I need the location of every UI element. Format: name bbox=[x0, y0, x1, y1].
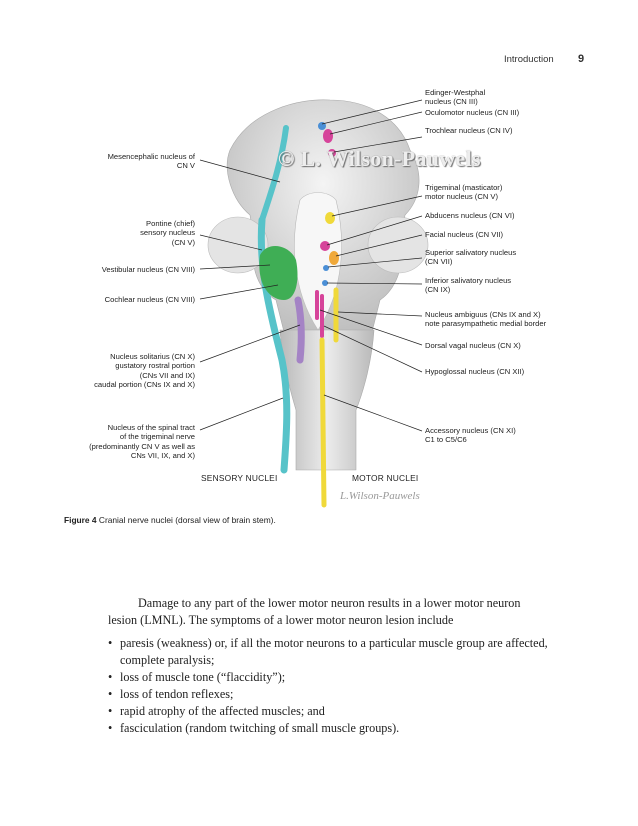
cerebellar-peduncle-left bbox=[207, 216, 269, 274]
trochlear-nucleus bbox=[328, 149, 336, 157]
edinger-westphal-dot bbox=[318, 122, 326, 130]
caption-text: Cranial nerve nuclei (dorsal view of bra… bbox=[96, 515, 276, 525]
label-dorsal-vagal: Dorsal vagal nucleus (CN X) bbox=[425, 341, 521, 350]
page-number: 9 bbox=[578, 53, 585, 65]
label-facial: Facial nucleus (CN VII) bbox=[425, 230, 504, 239]
body-paragraph: Damage to any part of the lower motor ne… bbox=[108, 596, 521, 627]
fourth-ventricle bbox=[294, 192, 342, 331]
label-solitarius: Nucleus solitarius (CN X) gustatory rost… bbox=[94, 352, 195, 390]
mesencephalic-nucleus bbox=[259, 125, 289, 223]
label-edinger-westphal: Edinger-Westphal nucleus (CN III) bbox=[425, 88, 486, 107]
label-abducens: Abducens nucleus (CN VI) bbox=[425, 211, 515, 220]
trigeminal-motor-nucleus bbox=[325, 212, 335, 224]
artist-signature: L.Wilson-Pauwels bbox=[340, 490, 420, 502]
medulla-shape bbox=[279, 329, 375, 471]
figure-caption: Figure 4 Cranial nerve nuclei (dorsal vi… bbox=[64, 515, 276, 525]
label-pontine: Pontine (chief) sensory nucleus (CN V) bbox=[140, 219, 195, 247]
body-text: Damage to any part of the lower motor ne… bbox=[108, 595, 548, 737]
abducens-nucleus bbox=[320, 241, 330, 251]
list-item: loss of muscle tone (“flaccidity”); bbox=[108, 669, 548, 686]
label-inferior-salivatory: Inferior salivatory nucleus (CN IX) bbox=[425, 276, 512, 295]
motor-nuclei-heading: MOTOR NUCLEI bbox=[352, 473, 419, 483]
list-item: paresis (weakness) or, if all the motor … bbox=[108, 635, 548, 669]
label-vestibular: Vestibular nucleus (CN VIII) bbox=[101, 265, 195, 274]
running-header-title: Introduction bbox=[504, 54, 554, 65]
label-spinal-trigeminal: Nucleus of the spinal tract of the trige… bbox=[89, 423, 195, 461]
caption-label: Figure 4 bbox=[64, 515, 97, 525]
brainstem-figure bbox=[199, 99, 429, 508]
list-item: rapid atrophy of the affected muscles; a… bbox=[108, 703, 548, 720]
inferior-salivatory bbox=[322, 280, 328, 286]
cerebellar-peduncle-right bbox=[367, 216, 429, 274]
label-trigeminal-motor: Trigeminal (masticator) motor nucleus (C… bbox=[425, 183, 503, 202]
label-oculomotor: Oculomotor nucleus (CN III) bbox=[425, 108, 520, 117]
label-accessory: Accessory nucleus (CN XI) C1 to C5/C6 bbox=[425, 426, 516, 445]
list-item: loss of tendon reflexes; bbox=[108, 686, 548, 703]
label-superior-salivatory: Superior salivatory nucleus (CN VII) bbox=[425, 248, 517, 267]
leader-lines bbox=[199, 99, 423, 432]
accessory-nucleus bbox=[319, 337, 327, 508]
sensory-nuclei-heading: SENSORY NUCLEI bbox=[201, 473, 278, 483]
label-cochlear: Cochlear nucleus (CN VIII) bbox=[104, 295, 195, 304]
label-mesencephalic: Mesencephalic nucleus of CN V bbox=[107, 152, 195, 171]
list-item: fasciculation (random twitching of small… bbox=[108, 720, 548, 737]
label-trochlear: Trochlear nucleus (CN IV) bbox=[425, 126, 513, 135]
symptom-list: paresis (weakness) or, if all the motor … bbox=[108, 635, 548, 737]
superior-salivatory bbox=[323, 265, 329, 271]
oculomotor-nucleus bbox=[323, 129, 333, 143]
facial-nucleus bbox=[329, 251, 339, 265]
label-hypoglossal: Hypoglossal nucleus (CN XII) bbox=[425, 367, 525, 376]
label-nucleus-ambiguus: Nucleus ambiguus (CNs IX and X) note par… bbox=[425, 310, 547, 329]
copyright-watermark: © L. Wilson-Pauwels bbox=[278, 146, 481, 171]
nucleus-solitarius bbox=[294, 296, 305, 364]
